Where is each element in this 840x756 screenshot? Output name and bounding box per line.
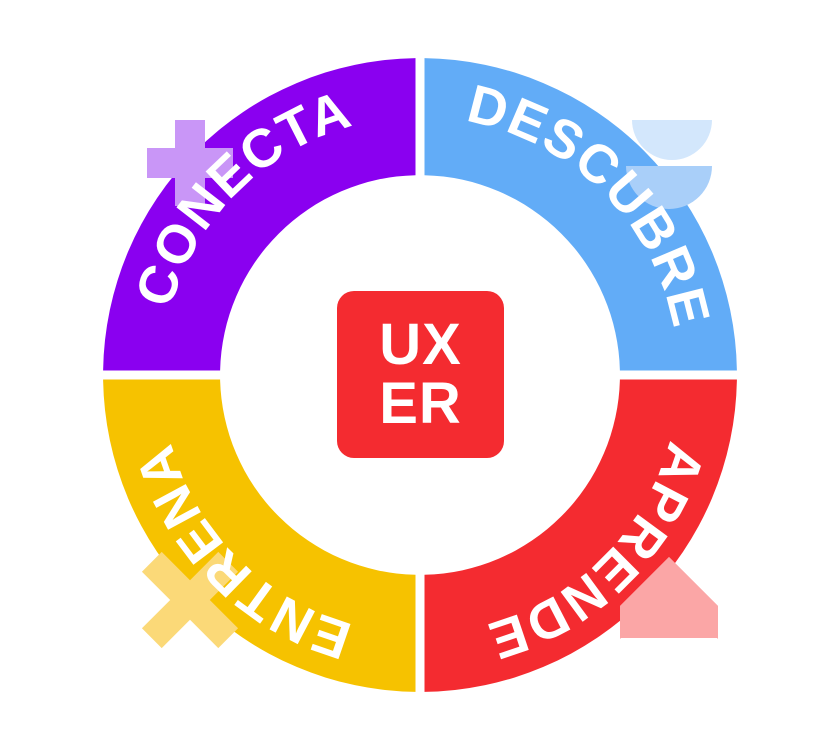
segment-conecta-arc[interactable] bbox=[103, 58, 416, 371]
segment-aprende-arc[interactable] bbox=[424, 379, 737, 692]
x-cross-icon bbox=[141, 551, 239, 649]
segment-entrena-arc[interactable] bbox=[103, 379, 416, 692]
bowl-upper-icon bbox=[632, 120, 712, 160]
bowls-icon bbox=[626, 120, 712, 209]
x-cross-shape bbox=[141, 551, 239, 649]
uxer-logo[interactable]: UX ER bbox=[337, 291, 504, 458]
segment-aprende[interactable]: APRENDE bbox=[424, 379, 737, 692]
plus-icon bbox=[147, 120, 233, 206]
bowl-lower-icon bbox=[626, 166, 712, 209]
chevron-up-fill bbox=[620, 557, 718, 638]
segment-descubre-arc[interactable] bbox=[424, 58, 737, 371]
uxer-logo-line-1: UX bbox=[379, 311, 462, 377]
plus-shape bbox=[147, 120, 233, 206]
uxer-logo-line-2: ER bbox=[379, 370, 462, 436]
chevron-up-icon bbox=[620, 557, 718, 639]
